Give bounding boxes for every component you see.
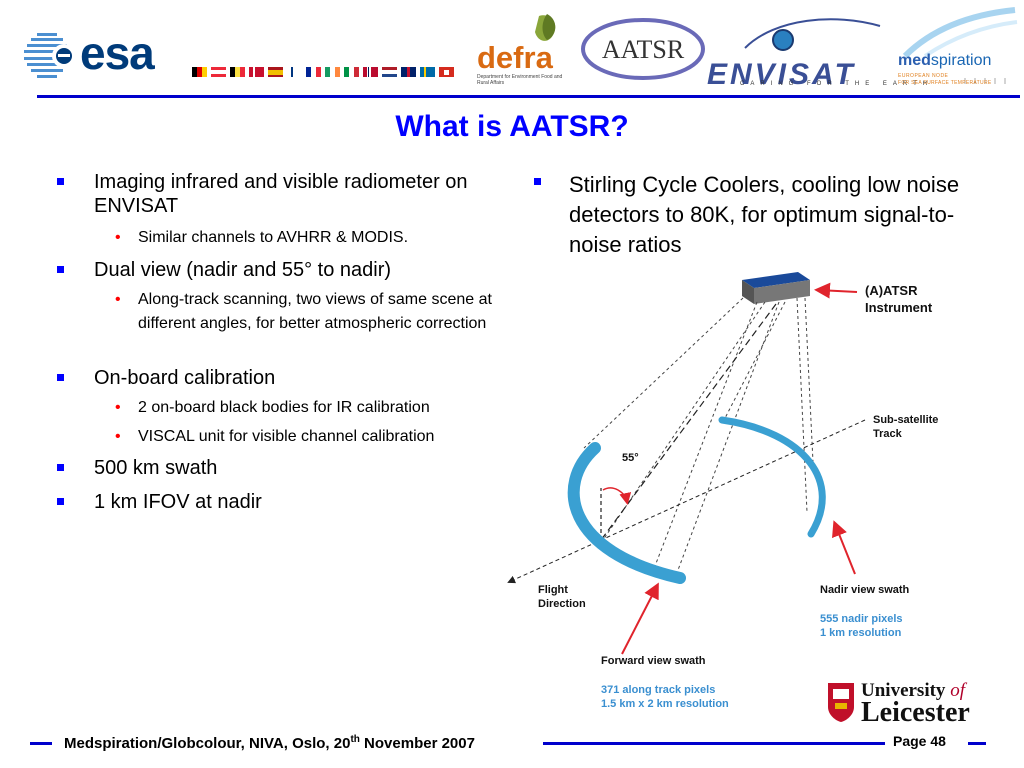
bullet-square-icon [57,498,64,505]
flag-icon [306,67,321,77]
right-bullet-text: Stirling Cycle Coolers, cooling low nois… [569,172,960,257]
instrument-box-icon [742,272,810,304]
bullet-text: Imaging infrared and visible radiometer … [94,171,468,217]
flag-icon [363,67,378,77]
subsat-label-2: Track [873,428,902,440]
flight-label-2: Direction [538,598,586,610]
bullet-square-icon [57,178,64,185]
aatsr-logo: AATSR [581,18,705,80]
medspiration-subtitle-2: FOR SEA SURFACE TEMPERATURE [898,80,992,86]
flight-direction-label: Flight Direction [538,583,586,611]
flag-icon [420,67,435,77]
slide-title: What is AATSR? [395,110,629,143]
defra-wordmark: defra [477,40,553,75]
header-divider [37,95,1020,98]
medspiration-logo [902,7,1018,84]
flag-icon [439,67,454,77]
nadir-swath-title: Nadir view swath [820,584,910,596]
flag-icon [192,67,207,77]
bullet-dot-icon: • [115,399,121,416]
flight-label-1: Flight [538,584,568,596]
page-number: Page 48 [893,733,946,749]
flag-icon [230,67,245,77]
university-line-1: University of [861,680,965,701]
flag-icon [287,67,302,77]
sub-bullet-text: 2 on-board black bodies for IR calibrati… [138,399,430,416]
flag-icon [382,67,397,77]
instrument-label-2: Instrument [865,300,933,315]
footer-divider-left [30,742,52,745]
flag-icon [344,67,359,77]
bullet-dot-icon: • [115,229,121,246]
envisat-tagline: CARING FOR THE EARTH [740,81,934,87]
instrument-label: (A)ATSR Instrument [865,282,932,316]
esa-wordmark: esa [80,27,155,79]
leicester-crest-icon [828,683,854,722]
bullet-dot-icon: • [115,291,121,308]
envisat-wordmark: ENVISAT [707,58,856,91]
svg-text:AATSR: AATSR [602,35,685,64]
flag-icon [268,67,283,77]
nadir-info-2: 1 km resolution [820,627,902,639]
envisat-logo [744,18,881,51]
nadir-swath-info: 555 nadir pixels 1 km resolution [820,612,903,640]
instrument-label-1: (A)ATSR [865,283,918,298]
flag-icon [211,67,226,77]
subsat-label-1: Sub-satellite [873,414,939,426]
flag-icon [249,67,264,77]
bullet-dot-icon: • [115,428,121,445]
bullet-text: Dual view (nadir and 55° to nadir) [94,259,392,281]
medspiration-subtitle-1: EUROPEAN NODE [898,73,949,79]
flag-icon [401,67,416,77]
sub-bullet-text: Similar channels to AVHRR & MODIS. [138,229,409,246]
flag-icon [325,67,340,77]
bullet-text: On-board calibration [94,367,276,389]
forward-info-1: 371 along track pixels [601,684,716,696]
footer-divider [543,742,885,745]
bullet-square-icon [534,178,541,185]
bullet-square-icon [57,374,64,381]
nadir-info-1: 555 nadir pixels [820,613,903,625]
aatsr-geometry-diagram [507,272,866,655]
angle-label: 55° [622,452,639,464]
bullet-square-icon [57,464,64,471]
footer-text: Medspiration/Globcolour, NIVA, Oslo, 20t… [64,734,475,752]
forward-swath-title: Forward view swath [601,655,706,667]
medspiration-wordmark: medspiration [898,52,992,69]
sub-bullet-text: Along-track scanning, two views of same … [138,291,492,332]
footer-divider-right [968,742,986,745]
sub-bullet-text: VISCAL unit for visible channel calibrat… [138,428,435,445]
defra-subtitle: Department for Environment Food and Rura… [477,74,563,86]
esa-globe-logo [24,33,76,78]
forward-info-2: 1.5 km x 2 km resolution [601,698,729,710]
university-line-2: Leicester [861,697,970,728]
bullet-text: 500 km swath [94,457,218,479]
forward-swath-info: 371 along track pixels 1.5 km x 2 km res… [601,683,729,711]
member-flags [192,67,454,77]
defra-leaf-logo [535,14,556,41]
bullet-text: 1 km IFOV at nadir [94,491,262,513]
subsat-track-label: Sub-satellite Track [873,413,938,441]
bullet-square-icon [57,266,64,273]
